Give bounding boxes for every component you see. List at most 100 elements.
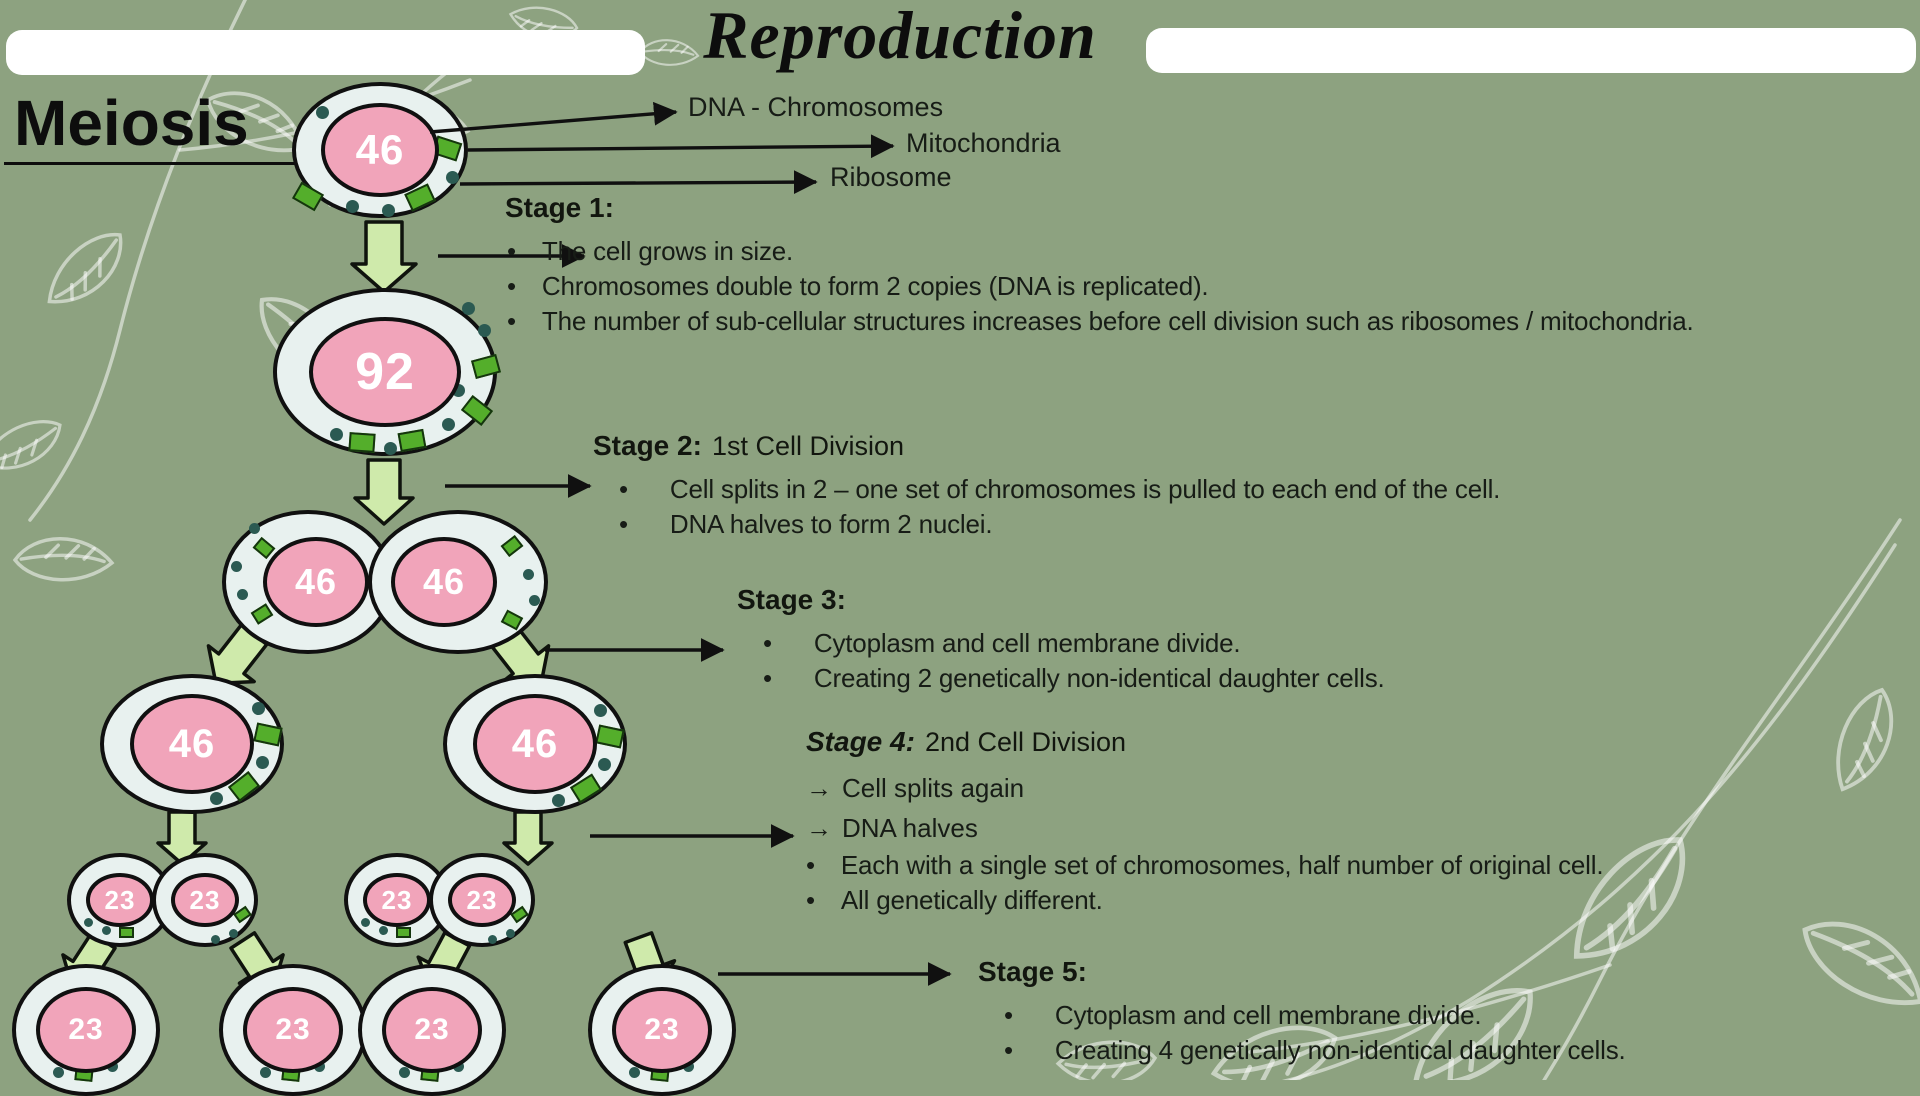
stage-2-bullet-text: DNA halves to form 2 nuclei.: [669, 509, 993, 539]
bullet-icon: •: [619, 509, 628, 539]
final-cell-1-23-nucleus: 23: [36, 987, 136, 1073]
page-title: Reproduction: [703, 0, 1097, 73]
mitochondria-icon: [395, 926, 411, 938]
mitochondria-icon: [397, 428, 427, 452]
ribosome-icon: [259, 1066, 271, 1078]
ribosome-icon: [487, 934, 497, 944]
dividing-cell-left-46-nucleus: 46: [263, 537, 369, 627]
bullet-icon: •: [507, 236, 516, 266]
bullet-icon: •: [806, 885, 815, 915]
stage-3-bullet-text: Cytoplasm and cell membrane divide.: [813, 628, 1241, 658]
bullet-icon: •: [507, 271, 516, 301]
stage-4-title: Stage 4:: [806, 726, 915, 757]
ribosome-icon: [383, 441, 397, 455]
stage-2-bullet-text: Cell splits in 2 – one set of chromosome…: [669, 474, 1501, 504]
stage-3-bullet: • Cytoplasm and cell membrane divide.: [737, 626, 1607, 661]
stage-2-title: Stage 2:: [593, 430, 702, 461]
right-arrow-icon: →: [806, 773, 832, 803]
ribosome-icon: [236, 588, 248, 600]
stage-3-block: Stage 3: • Cytoplasm and cell membrane div…: [737, 584, 1607, 696]
stage-4-arrow-point: → DNA halves: [806, 808, 1711, 848]
ribosome-icon: [551, 793, 565, 807]
ribosome-icon: [398, 1066, 410, 1078]
bullet-icon: •: [763, 628, 772, 658]
parent-cell-46-nucleus: 46: [321, 103, 439, 197]
stage-4-arrow-point: → Cell splits again: [806, 768, 1711, 808]
ribosome-icon: [628, 1066, 640, 1078]
chromosome-count: 92: [355, 343, 415, 401]
header-bar-right: [1146, 28, 1916, 73]
daughter-cell-right-46-nucleus: 46: [473, 694, 597, 794]
ribosome-icon: [360, 917, 370, 927]
ribosome-icon: [528, 594, 540, 606]
ribosome-icon: [52, 1066, 64, 1078]
stage-4-arrow-text: Cell splits again: [842, 773, 1025, 803]
callout-arrow: [429, 101, 678, 134]
ribosome-icon: [329, 427, 343, 441]
chromosome-count: 46: [511, 721, 559, 766]
final-cell-4-23-nucleus: 23: [612, 987, 712, 1073]
chromosome-count: 23: [104, 884, 136, 915]
chromosome-count: 46: [294, 561, 338, 602]
daughter-cell-left-46-nucleus: 46: [130, 694, 254, 794]
division-flow-arrow: [502, 810, 554, 866]
replicated-cell-92-nucleus: 92: [309, 317, 461, 427]
stage-3-heading: Stage 3:: [737, 584, 1607, 616]
ribosome-icon: [441, 417, 455, 431]
chromosome-count: 23: [644, 1013, 680, 1046]
chromosome-count: 23: [189, 884, 221, 915]
bullet-icon: •: [806, 850, 815, 880]
stage-1-heading: Stage 1:: [505, 192, 1715, 224]
dna-chromosomes-label: DNA - Chromosomes: [688, 92, 944, 122]
dividing-cell-right-46-nucleus: 46: [391, 537, 497, 627]
stage-1-block: Stage 1:•The cell grows in size.•Chromos…: [505, 192, 1715, 339]
stage-1-bullet-text: Chromosomes double to form 2 copies (DNA…: [541, 271, 1209, 301]
stage-5-title: Stage 5:: [978, 956, 1087, 987]
stage-4-bullet-text: All genetically different.: [840, 885, 1103, 915]
ribosome-icon: [83, 917, 93, 927]
chromosome-count: 23: [68, 1013, 104, 1046]
stage-4-arrow-text: DNA halves: [842, 813, 978, 843]
ribosome-icon: [505, 928, 515, 938]
stage-2-bullet: • DNA halves to form 2 nuclei.: [593, 507, 1743, 542]
ribosome-icon: [593, 703, 607, 717]
second-division-cell-3-23-nucleus: 23: [363, 873, 431, 927]
header-bar-left: [6, 30, 645, 75]
ribosome-icon: [597, 757, 611, 771]
ribosome-icon: [101, 925, 111, 935]
ribosome-icon: [378, 925, 388, 935]
bullet-icon: •: [507, 306, 516, 336]
ribosome-icon: [209, 791, 223, 805]
stage-3-bullet-text: Creating 2 genetically non-identical dau…: [813, 663, 1385, 693]
stage-5-bullet-text: Creating 4 genetically non-identical dau…: [1054, 1035, 1626, 1065]
second-division-cell-2-23-nucleus: 23: [171, 873, 239, 927]
stage-3-title: Stage 3:: [737, 584, 846, 615]
stage-1-bullet-text: The number of sub-cellular structures in…: [541, 306, 1694, 336]
right-arrow-icon: →: [806, 813, 832, 843]
stage-5-block: Stage 5:•Cytoplasm and cell membrane div…: [978, 956, 1768, 1068]
chromosome-count: 23: [381, 884, 413, 915]
bullet-icon: •: [1004, 1000, 1013, 1030]
chromosome-count: 46: [355, 126, 405, 173]
bullet-icon: •: [1004, 1035, 1013, 1065]
ribosome-icon: [315, 105, 329, 119]
stage-2-block: Stage 2: 1st Cell Division • Cell splits in…: [593, 430, 1743, 542]
ribosome-icon: [251, 701, 265, 715]
chromosome-count: 46: [168, 721, 216, 766]
bullet-icon: •: [619, 474, 628, 504]
ribosome-icon: [381, 203, 395, 217]
second-division-cell-1-23-nucleus: 23: [86, 873, 154, 927]
stage-2-subtitle: 1st Cell Division: [711, 431, 904, 461]
chromosome-count: 23: [275, 1013, 311, 1046]
ribosome-icon: [255, 755, 269, 769]
final-cell-3-23-nucleus: 23: [382, 987, 482, 1073]
stage-4-block: Stage 4:2nd Cell Division → Cell splits ag…: [806, 726, 1711, 918]
ribosome-icon: [477, 323, 491, 337]
stage-1-bullet: • The number of sub-cellular structures i…: [505, 304, 1715, 339]
stage-2-heading: Stage 2: 1st Cell Division: [593, 430, 1743, 462]
final-cell-2-23-nucleus: 23: [243, 987, 343, 1073]
second-division-cell-4-23-nucleus: 23: [448, 873, 516, 927]
stage-4-heading: Stage 4:2nd Cell Division: [806, 726, 1711, 758]
stage-1-bullet: •The cell grows in size.: [505, 234, 1715, 269]
